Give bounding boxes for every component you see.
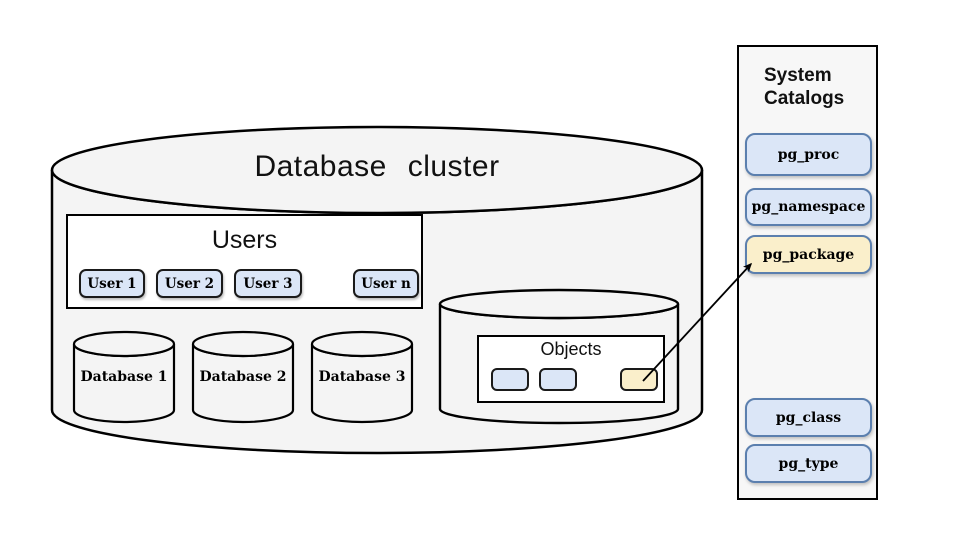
system-catalogs-panel: System Catalogs pg_proc pg_namespace pg_… <box>737 45 878 500</box>
package-object-chip <box>620 368 658 391</box>
database-2-label: Database 2 <box>199 369 287 385</box>
database-1-label: Database 1 <box>80 369 168 385</box>
user-n-node: User n <box>353 269 419 298</box>
object-chip <box>539 368 577 391</box>
pg-proc-node: pg_proc <box>745 133 872 176</box>
cluster-title: Database cluster <box>254 150 500 183</box>
pg-package-node: pg_package <box>745 235 872 274</box>
pg-namespace-node: pg_namespace <box>745 188 872 226</box>
object-chip <box>491 368 529 391</box>
pg-class-node: pg_class <box>745 398 872 437</box>
users-box: Users User 1 User 2 User 3 User n <box>66 214 423 309</box>
pg-type-node: pg_type <box>745 444 872 483</box>
database-3-label: Database 3 <box>318 369 406 385</box>
objects-title: Objects <box>540 339 602 359</box>
user-2-node: User 2 <box>156 269 223 298</box>
user-1-node: User 1 <box>79 269 145 298</box>
user-3-node: User 3 <box>234 269 302 298</box>
system-catalogs-title: System Catalogs <box>764 65 845 109</box>
objects-box: Objects <box>477 335 665 403</box>
users-title: Users <box>211 226 278 254</box>
